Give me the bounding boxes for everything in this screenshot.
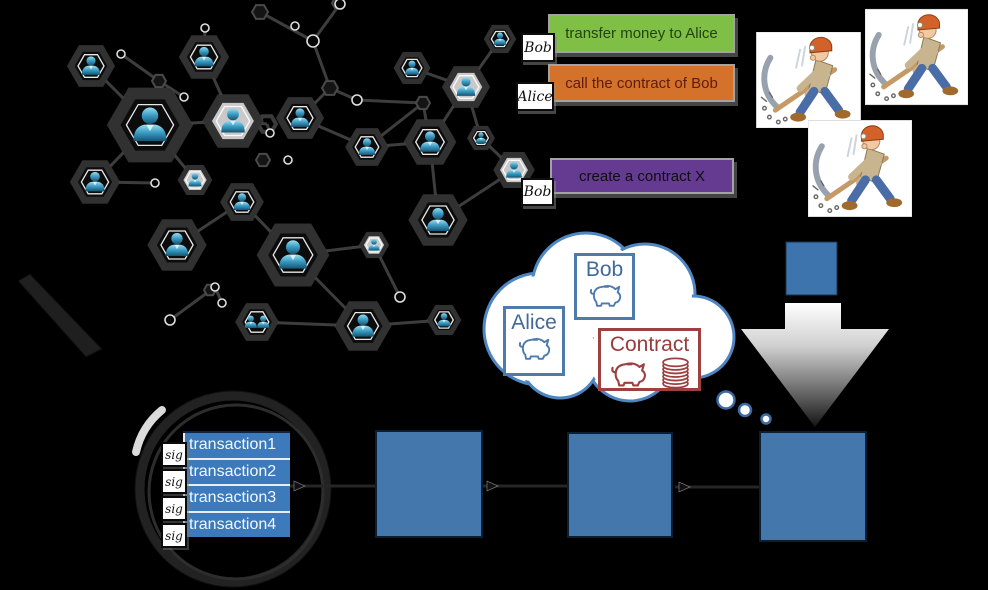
cloud-account-box: Bob — [574, 253, 635, 320]
network-link — [120, 52, 160, 83]
peer-node — [66, 45, 116, 87]
miner-illustration — [865, 9, 968, 104]
signature-box: sig — [161, 469, 187, 494]
magnifier-handle — [17, 273, 103, 358]
peer-node — [358, 231, 390, 259]
peer-node — [275, 97, 325, 139]
signer-box: Alice — [516, 82, 554, 111]
peer-node — [235, 303, 279, 341]
signer-box: Bob — [521, 33, 555, 62]
peer-node — [202, 94, 264, 148]
thought-bubble — [716, 390, 736, 410]
peer-node — [334, 301, 392, 351]
blockchain-block — [375, 430, 483, 538]
junction-dot — [334, 0, 346, 10]
transaction-row: transaction3 — [183, 486, 290, 513]
account-label: Alice — [511, 311, 557, 334]
account-label: Bob — [585, 258, 624, 281]
contract-label: Contract — [609, 333, 690, 356]
cloud-account-box: Alice — [503, 306, 565, 376]
junction-dot — [200, 23, 210, 33]
solid-hex — [250, 4, 270, 20]
peer-node — [177, 165, 213, 195]
junction-dot — [179, 92, 189, 102]
signer-box: Bob — [521, 178, 554, 206]
solid-hex — [320, 80, 340, 96]
junction-dot — [217, 298, 227, 308]
piggy-bank-icon — [515, 335, 553, 362]
mining-flow — [741, 241, 889, 427]
junction-dot — [210, 282, 220, 292]
junction-dot — [164, 314, 176, 326]
new-block-square — [785, 241, 838, 296]
junction-dot — [306, 34, 320, 48]
peer-node — [467, 125, 495, 151]
miner-illustration — [757, 32, 861, 128]
signature-box: sig — [161, 496, 187, 521]
down-arrow — [741, 303, 889, 427]
solid-hex — [254, 152, 272, 168]
transaction-row: transaction4 — [183, 512, 290, 537]
block-connectors — [290, 480, 759, 493]
magnifier-glass — [17, 273, 332, 588]
peer-node — [256, 223, 330, 287]
connector-arrowhead — [293, 480, 306, 492]
piggy-bank-icon — [586, 282, 624, 309]
signature-box: sig — [161, 523, 187, 548]
junction-dot — [394, 291, 406, 303]
miners — [757, 9, 968, 216]
contract-icons — [607, 357, 692, 389]
connector-arrowhead — [678, 481, 691, 493]
magnifier-ring — [135, 391, 331, 587]
thought-bubble — [737, 402, 753, 418]
junction-dot — [351, 94, 363, 106]
blockchain-block — [567, 432, 673, 538]
peer-node — [147, 219, 207, 271]
tx-label: call the contract of Bob — [548, 64, 735, 102]
miner-illustration — [808, 120, 912, 216]
peer-node — [483, 24, 517, 54]
junction-dot — [116, 49, 126, 59]
thought-bubble — [760, 413, 772, 425]
signature-box: sig — [161, 442, 187, 467]
piggy-bank-icon — [607, 359, 649, 389]
network-link — [259, 10, 314, 43]
peer-node — [426, 305, 462, 335]
peer-node — [345, 128, 389, 166]
network-link — [356, 98, 424, 105]
peer-node — [220, 183, 264, 221]
transaction-row: transaction2 — [183, 459, 290, 486]
peer-node — [69, 160, 121, 204]
peer-node — [408, 194, 468, 246]
junction-dot — [265, 128, 275, 138]
peer-node — [178, 35, 230, 79]
junction-dot — [290, 21, 300, 31]
junction-dot — [283, 155, 293, 165]
junction-dot — [150, 178, 160, 188]
coin-stack-icon — [659, 357, 692, 389]
blockchain-block — [759, 431, 867, 542]
magnifier-glint — [132, 406, 166, 456]
connector-arrowhead — [486, 480, 499, 492]
peer-node — [403, 119, 457, 165]
network-junction-dots — [116, 0, 406, 326]
peer-node — [393, 52, 431, 84]
solid-hex — [414, 95, 432, 111]
network-peer-nodes — [66, 24, 535, 351]
peer-node — [441, 66, 491, 108]
solid-hex — [150, 73, 168, 89]
cloud-contract-box: Contract — [598, 328, 701, 391]
peer-node — [106, 87, 194, 163]
transaction-row: transaction1 — [183, 433, 290, 460]
tx-label: transfer money to Alice — [548, 14, 735, 53]
tx-label: create a contract X — [550, 158, 734, 194]
network-link — [311, 3, 342, 42]
